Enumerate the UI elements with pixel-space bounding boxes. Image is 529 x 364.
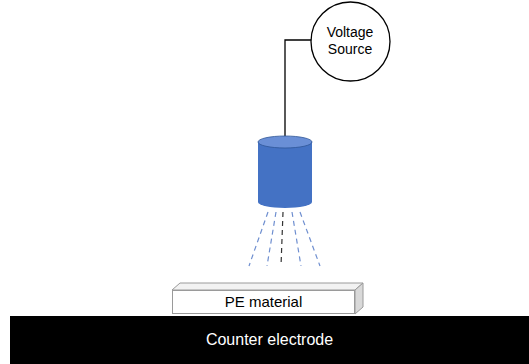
pe-slab-faces — [172, 283, 363, 314]
wire — [285, 40, 313, 138]
pe-material-box: PE material — [172, 290, 355, 314]
spray-lines — [249, 212, 320, 266]
node-label: Counter electrode — [206, 330, 333, 349]
node-label: Voltage Source — [318, 24, 382, 58]
node-label: PE material — [225, 293, 303, 311]
voltage-source-circle: Voltage Source — [310, 1, 391, 82]
counter-electrode-band: Counter electrode — [10, 316, 529, 364]
nozzle-cylinder — [258, 136, 312, 208]
